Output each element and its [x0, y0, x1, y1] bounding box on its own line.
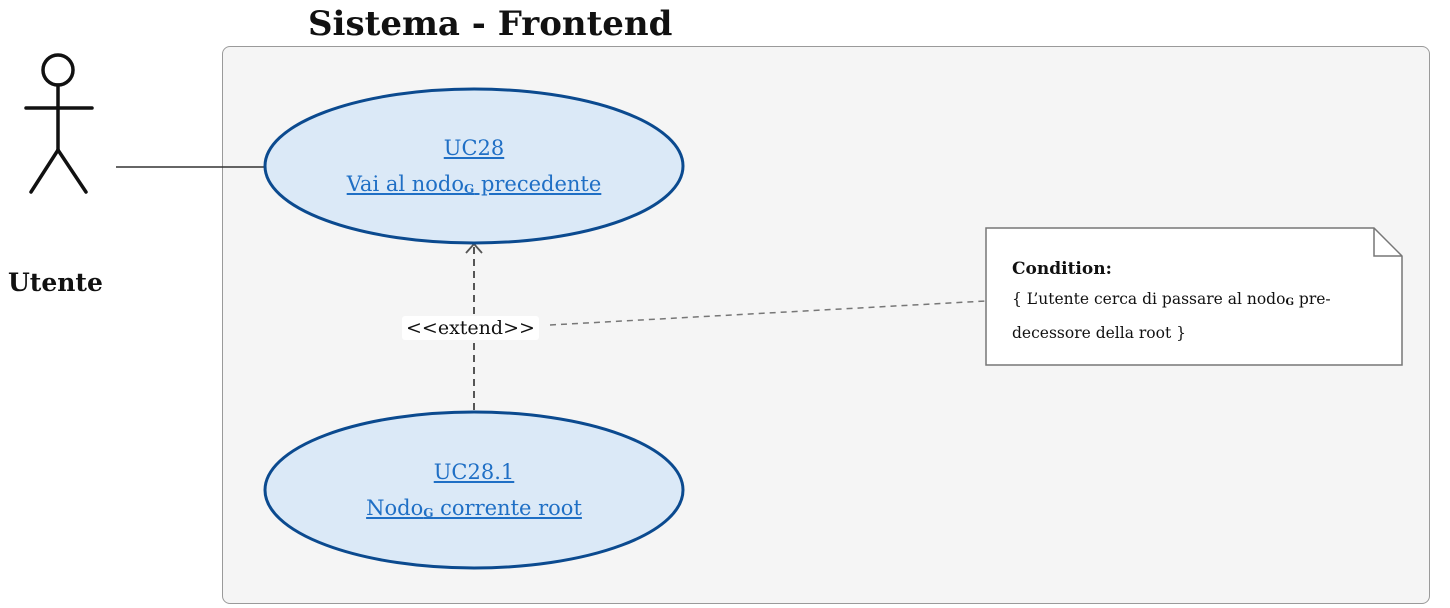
condition-note: [985, 227, 1403, 366]
usecase-uc28-1-id[interactable]: UC28.1: [433, 460, 515, 484]
usecase-uc28[interactable]: UC28 Vai al nodoG precedente: [300, 130, 648, 207]
note-anchor-line: [549, 300, 987, 326]
note-title: Condition:: [1012, 259, 1112, 279]
usecase-uc28-1[interactable]: UC28.1 NodoG corrente root: [300, 454, 648, 531]
actor-label: Utente: [8, 268, 103, 297]
usecase-uc28-1-shape[interactable]: [263, 410, 685, 570]
usecase-uc28-shape[interactable]: [263, 87, 685, 245]
extend-label: <<extend>>: [402, 316, 539, 340]
note-text: Condition: { L’utente cerca di passare a…: [1012, 254, 1382, 348]
usecase-uc28-1-name[interactable]: NodoG corrente root: [366, 496, 582, 520]
usecase-uc28-name[interactable]: Vai al nodoG precedente: [346, 172, 602, 196]
usecase-uc28-id[interactable]: UC28: [443, 136, 505, 160]
stick-figure-icon: [24, 53, 94, 194]
note-body: { L’utente cerca di passare al nodoG pre…: [1012, 290, 1331, 342]
system-title: Sistema - Frontend: [308, 4, 673, 44]
